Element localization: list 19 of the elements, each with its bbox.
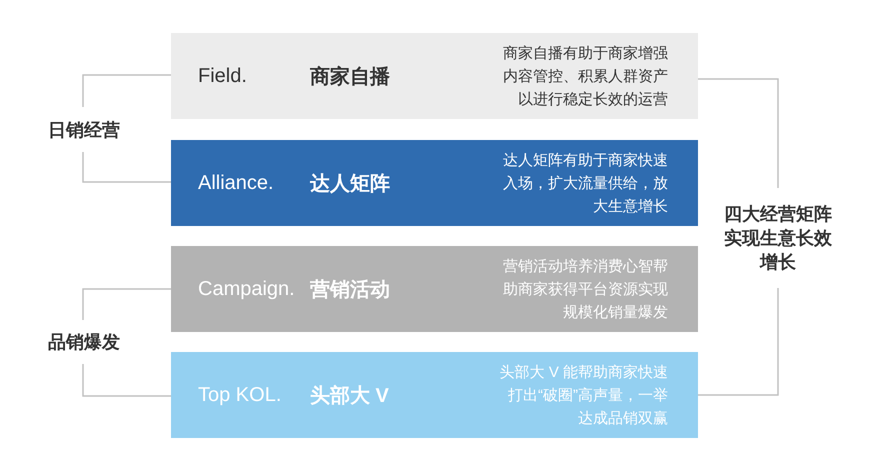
description-text: 达人矩阵有助于商家快速入场，扩大流量供给，放大生意增长 <box>502 150 668 216</box>
description-text: 商家自播有助于商家增强内容管控、积累人群资产以进行稳定长效的运营 <box>502 44 668 110</box>
description-text: 营销活动培养消费心智帮助商家获得平台资源实现规模化销量爆发 <box>502 256 668 322</box>
category-band <box>171 33 698 119</box>
category-band <box>171 246 698 332</box>
description-text: 头部大 V 能帮助商家快速打出“破圈”高声量，一举达成品销双赢 <box>498 362 668 428</box>
chinese-title: 头部大 V <box>310 384 389 408</box>
chinese-title: 商家自播 <box>310 64 390 90</box>
category-band <box>171 140 698 226</box>
category-band <box>171 352 698 438</box>
chinese-title: 营销活动 <box>310 278 390 302</box>
group-label: 日销经营 <box>47 119 121 142</box>
chinese-title: 达人矩阵 <box>310 172 390 196</box>
summary-text: 四大经营矩阵实现生意长效增长 <box>723 203 833 274</box>
english-title: Campaign. <box>198 278 296 300</box>
english-title: Alliance. <box>198 172 275 194</box>
group-label: 品销爆发 <box>47 331 121 354</box>
english-title: Top KOL. <box>198 384 282 406</box>
english-title: Field. <box>198 64 248 88</box>
